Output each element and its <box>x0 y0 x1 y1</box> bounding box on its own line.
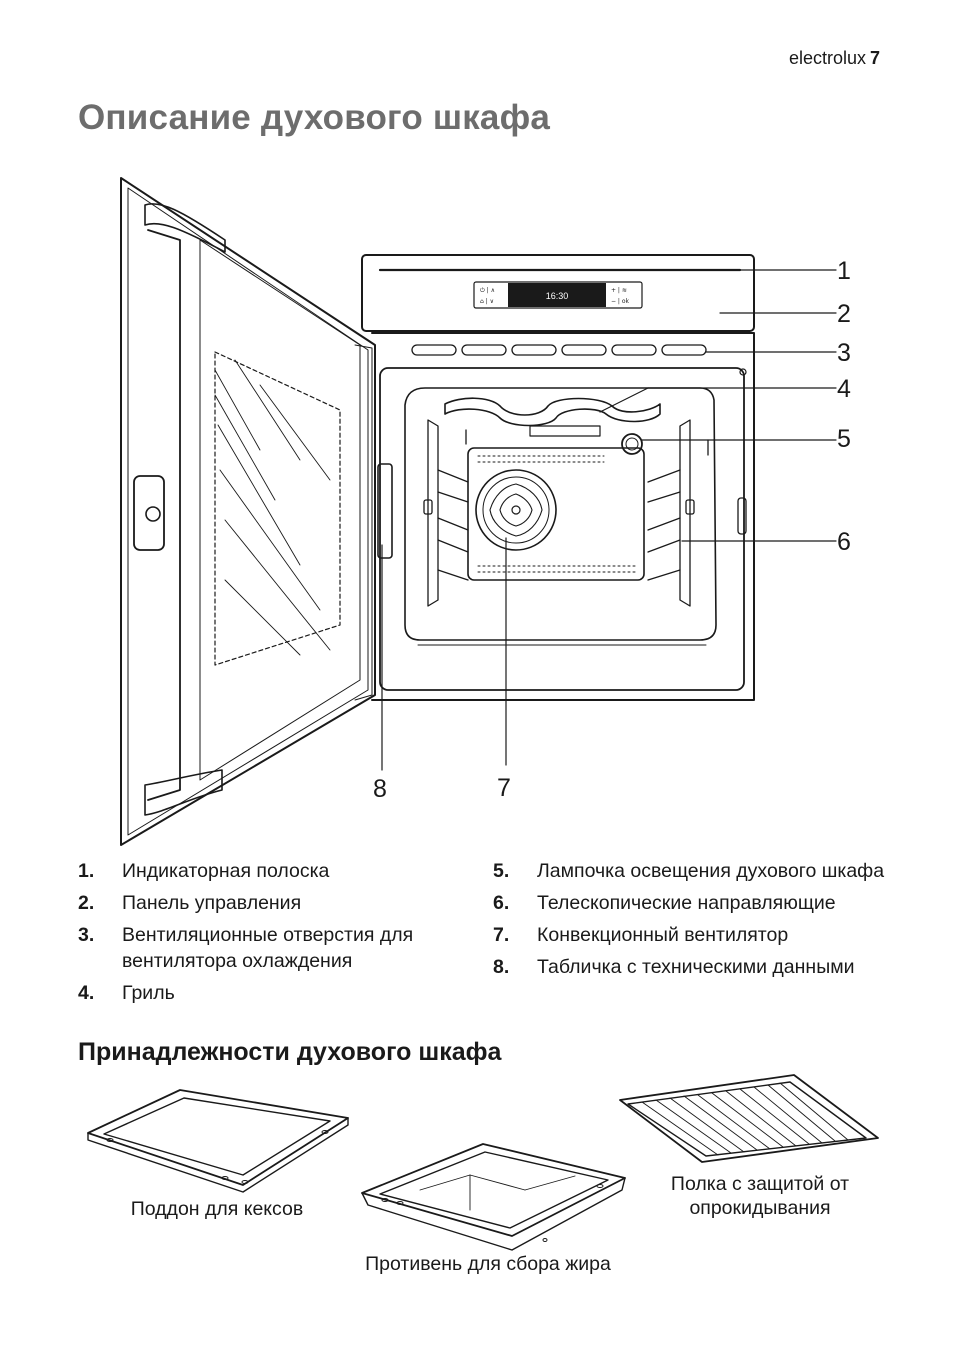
legend-item: 2.Панель управления <box>78 892 302 914</box>
drip-pan-drawing <box>361 1143 626 1251</box>
panel-clock: 16:30 <box>546 291 569 301</box>
callout-6: 6 <box>837 528 851 556</box>
grill-rack-caption: Полка с защитой от опрокидывания <box>670 1173 850 1219</box>
minus-icon: − | ok <box>611 298 630 305</box>
leader-lines <box>381 269 837 771</box>
oven-door <box>120 177 376 846</box>
legend-item: 6.Телескопические направляющие <box>493 892 836 914</box>
callout-1: 1 <box>837 257 851 285</box>
plus-icon: + | ≋ <box>611 287 627 294</box>
legend-item: 8.Табличка с техническими данными <box>493 956 855 978</box>
callout-4: 4 <box>837 375 851 403</box>
accessories-heading: Принадлежности духового шкафа <box>78 1038 502 1066</box>
callout-7: 7 <box>497 774 511 802</box>
legend-item: 7.Конвекционный вентилятор <box>493 924 789 946</box>
brand-name: electrolux <box>788 48 866 68</box>
legend-right: 5.Лампочка освещения духового шкафа 6.Те… <box>493 858 893 986</box>
callout-3: 3 <box>837 339 851 367</box>
page-title: Описание духового шкафа <box>78 98 551 137</box>
home-icon: ⌂ | ∨ <box>480 298 494 305</box>
baking-tray-caption: Поддон для кексов <box>130 1198 304 1220</box>
page-number: 7 <box>869 48 880 68</box>
legend-left: 1.Индикаторная полоска 2.Панель управлен… <box>78 858 468 1012</box>
drip-pan-caption: Противень для сбора жира <box>365 1253 611 1275</box>
legend-item: 1.Индикаторная полоска <box>78 860 330 882</box>
callout-5: 5 <box>837 425 851 453</box>
control-panel: 16:30 ⏻ | ∧ ⌂ | ∨ + | ≋ − | ok <box>361 254 755 332</box>
legend-item: 4.Гриль <box>78 982 175 1004</box>
baking-tray-drawing <box>87 1089 349 1193</box>
grill-rack-drawing <box>619 1074 879 1163</box>
callout-8: 8 <box>373 775 387 803</box>
legend-item: 5.Лампочка освещения духового шкафа <box>493 860 885 882</box>
callout-2: 2 <box>837 300 851 328</box>
legend-item: 3.Вентиляционные отверстия для вентилято… <box>78 924 414 972</box>
power-icon: ⏻ | ∧ <box>480 287 495 294</box>
oven-body <box>371 332 755 701</box>
